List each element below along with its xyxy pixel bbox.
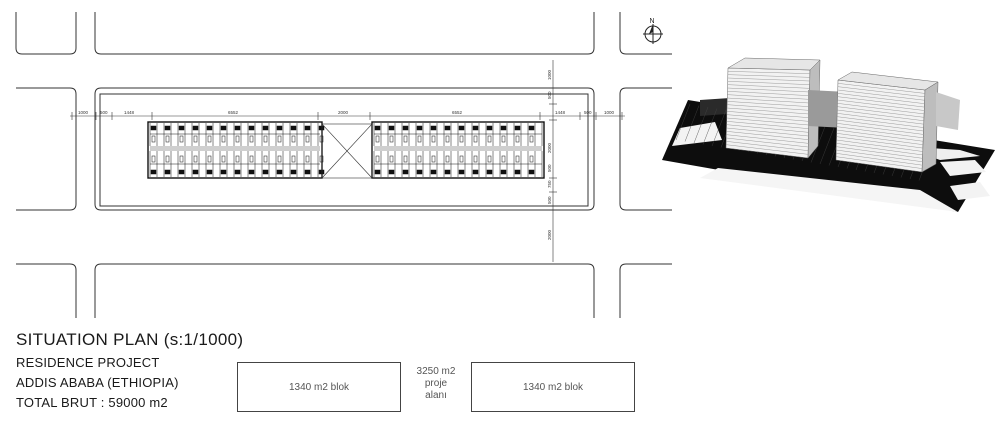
dim-h-6: 1448 — [555, 110, 566, 115]
dim-v-0: 1000 — [547, 69, 552, 80]
project-area-line2: proje — [424, 378, 448, 389]
dim-h-5: 6552 — [452, 110, 463, 115]
north-arrow-icon: N — [643, 18, 663, 44]
dim-v-6: 2000 — [547, 229, 552, 240]
dim-h-4: 2000 — [338, 110, 349, 115]
dim-h-7: 500 — [584, 110, 592, 115]
project-area-line3: alanı — [425, 390, 447, 401]
right-block-area: 1340 m2 blok — [471, 362, 635, 412]
dim-h-8: 1000 — [604, 110, 615, 115]
dim-v-1: 500 — [547, 91, 552, 99]
building-floor-plan-right — [371, 121, 545, 179]
dim-h-0: 1000 — [78, 110, 89, 115]
site-boundary — [99, 93, 589, 207]
massing-model-3d — [662, 57, 995, 212]
dim-v-3: 500 — [547, 164, 552, 172]
left-block-area: 1340 m2 blok — [237, 362, 401, 412]
dim-h-2: 1448 — [124, 110, 135, 115]
title-block: SITUATION PLAN (s:1/1000) RESIDENCE PROJ… — [16, 330, 243, 415]
dim-h-1: 500 — [100, 110, 108, 115]
horizontal-dimension-line — [70, 112, 625, 120]
total-area: TOTAL BRUT : 59000 m2 — [16, 395, 168, 410]
north-label: N — [650, 18, 655, 25]
plan-title: SITUATION PLAN (s:1/1000) — [16, 330, 244, 349]
project-area-line1: 3250 m2 — [416, 366, 456, 377]
building-floor-plan-left — [147, 121, 325, 179]
dim-v-2: 2000 — [547, 142, 552, 153]
project-area-label: 3250 m2 proje alanı — [403, 366, 469, 402]
dim-v-4: 750 — [547, 180, 552, 188]
street-blocks — [15, 12, 672, 318]
project-name: RESIDENCE PROJECT — [16, 355, 160, 370]
project-location: ADDIS ABABA (ETHIOPIA) — [16, 375, 179, 390]
central-courtyard — [321, 123, 373, 179]
dim-h-3: 6552 — [228, 110, 239, 115]
right-block-label: 1340 m2 blok — [522, 381, 584, 393]
vertical-dimension-line — [549, 60, 557, 262]
dim-v-5: 500 — [547, 196, 552, 204]
left-block-label: 1340 m2 blok — [288, 381, 350, 393]
